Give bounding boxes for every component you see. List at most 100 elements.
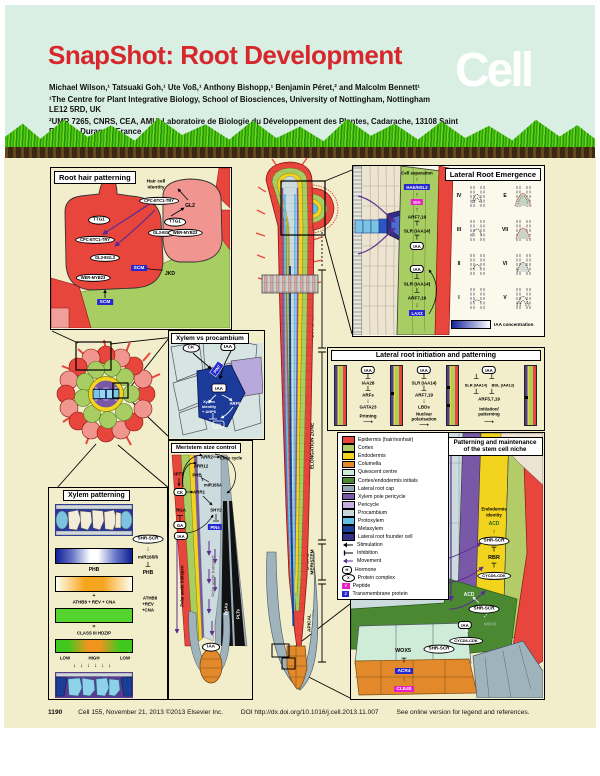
endodermis-identity-1: Endodermis — [481, 506, 507, 512]
bdl-node-c3: BDL (IAA12) — [491, 382, 515, 388]
arr12-node: ARR12 — [193, 463, 209, 469]
low-left: LOW — [59, 655, 71, 661]
panel-meristem-size-control: Meristem size control — [168, 440, 253, 700]
panel-title-lri: Lateral root initiation and patterning — [331, 350, 541, 361]
lax3-transporter: LAX3 — [409, 310, 425, 316]
tbar-acr4-wox5: ⊤ — [401, 657, 407, 665]
hormone-icon: H — [342, 565, 352, 574]
color-swatch — [342, 517, 355, 525]
legend-row: Epidermis (hair/nonhair) — [342, 436, 444, 444]
stage-label-IV: IV — [456, 193, 462, 199]
soil-strip — [5, 147, 595, 158]
tbar-c2b: ⊥ — [421, 385, 427, 393]
footer-line: 1190 Cell 155, November 21, 2013 ©2013 E… — [48, 709, 588, 716]
legend-row: Lateral root cap — [342, 484, 444, 493]
iaa-hormone-scn: IAA — [457, 621, 473, 629]
arrow-down-lax3: ↓ — [415, 301, 419, 309]
scn-title-line1: Patterning and maintenance — [453, 439, 537, 446]
class3-label: CLASS III HDZIP — [76, 630, 112, 636]
slr-node-c3: SLR (IAA14) — [464, 382, 488, 388]
low-high-low-bar — [55, 639, 133, 653]
stimulation-icon — [343, 542, 353, 548]
legend-row: Movement — [342, 557, 444, 565]
stage-label-VI: VI — [502, 261, 508, 267]
affiliation-1: ¹The Centre for Plant Integrative Biolog… — [49, 95, 431, 115]
rbr-label: RBR — [488, 555, 500, 561]
slr-iaa14-top: SLR (IAA14) — [403, 228, 431, 234]
legend-label: Metaxylem — [358, 526, 384, 533]
ipt7-node: IPT7 — [174, 471, 184, 477]
athb-gradient-bar — [55, 576, 133, 592]
stage-glyph-II — [470, 254, 485, 276]
slr-node-c2: SLR (IAA14) — [411, 380, 437, 386]
phb-bar-label: PHB — [88, 567, 100, 573]
shy2-node: SHY2 — [210, 507, 222, 513]
legend-row: Cortex — [342, 444, 444, 452]
legend-row: Quiescent centre — [342, 468, 444, 477]
acd-label-2: ACD — [463, 592, 475, 598]
legend-label: Cortex/endodermis initials — [358, 477, 418, 484]
priming-arrow: ⟶ — [362, 419, 374, 426]
iaa-hormone-msc: IAA — [173, 532, 189, 540]
xvp-drawing: PIN7 IAA Xylem identity + AHP6 ARF5 CK — [169, 339, 263, 438]
legend-row: Inhibition — [342, 549, 444, 557]
low-right: LOW — [119, 655, 131, 661]
xp-cell-strip-top — [55, 504, 133, 536]
color-swatch — [342, 444, 355, 452]
panel-root-hair-patterning: Root hair patterning Hair cell identity … — [50, 167, 232, 330]
arf5719-node: ARF5,7,19 — [478, 396, 500, 402]
panel-title-xp: Xylem patterning — [63, 490, 130, 501]
arr1-node: ARR1 — [193, 489, 205, 495]
root-cross-section — [56, 339, 161, 446]
jkd-label: JKD — [164, 271, 176, 277]
stage-glyph-VII — [515, 220, 531, 242]
legend-row: Metaxylem — [342, 525, 444, 533]
gl2-label: GL2 — [185, 203, 195, 209]
color-swatch — [342, 460, 355, 469]
color-swatch — [342, 484, 355, 493]
page-title: SnapShot: Root Development — [48, 40, 402, 70]
arf719-top: ARF7,19 — [407, 214, 427, 220]
iaa-concentration-gradient — [451, 320, 491, 329]
legend-row: Xylem pole pericycle — [342, 492, 444, 501]
color-swatch — [342, 492, 355, 501]
xp-cell-strip-bottom — [55, 672, 133, 698]
iaa-top-hormone: IAA — [409, 242, 425, 250]
legend-label: Lateral root founder cell — [358, 534, 413, 541]
gl3-egl3-hair: GL3-EGL3 — [89, 253, 121, 263]
arrow-up-2: ↑ — [415, 191, 419, 199]
arrow-c2: ↓ — [422, 397, 426, 405]
legend-label: Epidermis (hair/nonhair) — [358, 437, 414, 444]
cell-logo: Cell — [455, 44, 534, 97]
cle40-peptide: CLE40 — [394, 686, 414, 692]
legend-label: Columella — [358, 461, 382, 468]
legend-row: Protoxylem — [342, 517, 444, 525]
legend-label: Xylem pole pericycle — [358, 493, 406, 500]
cell-strip-1 — [334, 365, 347, 426]
xylem-identity-2: identity — [202, 404, 217, 409]
legend-box: Epidermis (hair/nonhair) Cortex Endoderm… — [337, 432, 449, 600]
tbar-cycd-rbr: ⊤ — [491, 562, 497, 570]
online-note: See online version for legend and refere… — [396, 709, 530, 716]
legend-label: Inhibition — [357, 550, 378, 557]
tbar-up-1: ⊤ — [414, 220, 420, 228]
legend-label: Endodermis — [358, 453, 386, 460]
stage-label-VII: VII — [501, 227, 509, 233]
nuclear-polarisation-arrow: ⟶ — [418, 422, 430, 429]
legend-row: Cortex/endodermis initials — [342, 476, 444, 485]
plus-sign: + — [92, 593, 96, 599]
stage-glyph-IV — [470, 186, 485, 208]
mir165a-node: miR165A — [204, 482, 222, 488]
shr-scr-complex-xp: SHR-SCR — [132, 534, 164, 544]
scm-hair: SCM — [97, 299, 113, 305]
priming-caption: Priming — [359, 413, 377, 419]
color-swatch — [342, 468, 355, 477]
legend-label: Stimulation — [357, 542, 383, 549]
legend-label: Procambium — [358, 509, 388, 516]
stage-glyph-E — [514, 186, 532, 208]
low-high-arrows: ↓↓↓↓↓↓ — [73, 663, 115, 669]
legend-row: Procambium — [342, 509, 444, 517]
